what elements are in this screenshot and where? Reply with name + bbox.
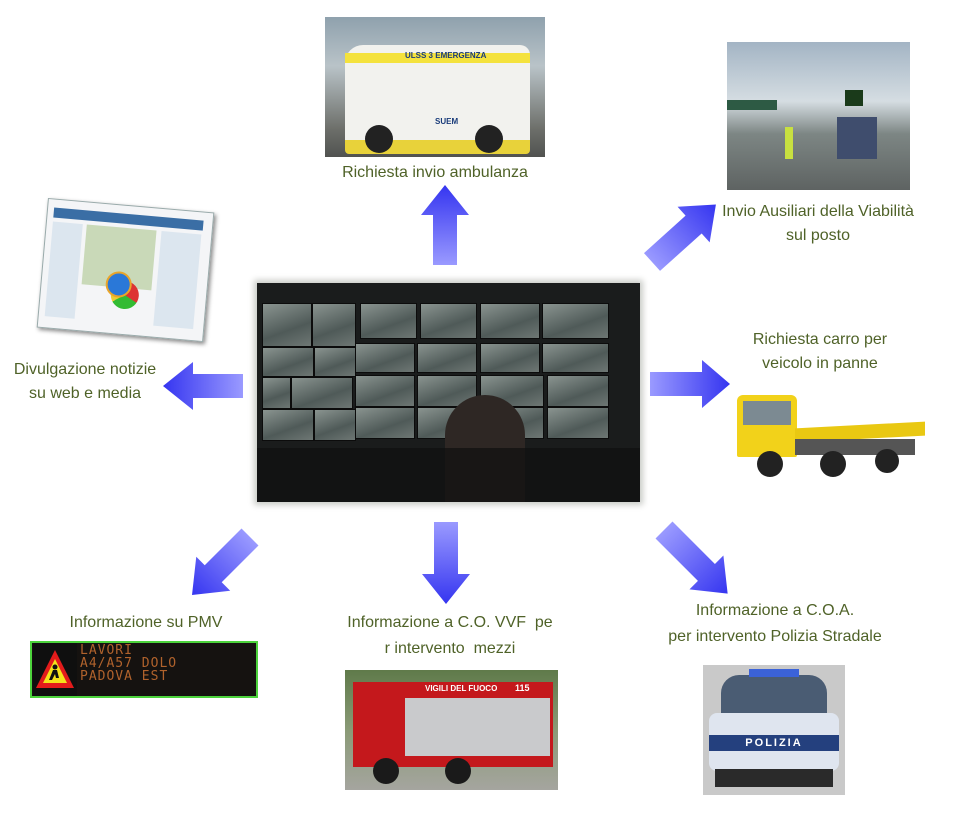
label-tow-line2: veicolo in panne bbox=[762, 355, 878, 372]
roadworks-warning-icon bbox=[33, 643, 77, 696]
label-police-line1: Informazione a C.O.A. bbox=[695, 602, 855, 619]
fire-truck-photo: VIGILI DEL FUOCO 115 bbox=[345, 670, 558, 790]
arrow-right-tow bbox=[650, 360, 730, 408]
label-fire-brigade: Informazione a C.O. VVF pe r intervento … bbox=[330, 611, 570, 661]
label-web-line2: su web e media bbox=[28, 385, 142, 402]
label-pmv: Informazione su PMV bbox=[69, 614, 223, 631]
label-web-line1: Divulgazione notizie bbox=[13, 361, 157, 378]
fire-truck-text: VIGILI DEL FUOCO bbox=[425, 684, 498, 693]
police-car-photo: POLIZIA bbox=[703, 665, 845, 795]
label-auxiliary-line1: Invio Ausiliari della Viabilità bbox=[722, 203, 914, 220]
fire-number-text: 115 bbox=[515, 683, 530, 693]
highway-auxiliary-photo bbox=[727, 42, 910, 190]
arrow-down-left-pmv bbox=[192, 528, 259, 595]
pmv-line-1: LAVORI bbox=[80, 643, 133, 658]
label-auxiliary: Invio Ausiliari della Viabilità sul post… bbox=[700, 200, 936, 248]
label-fire-line2: r intervento mezzi bbox=[384, 640, 516, 657]
arrow-up-right-auxiliary bbox=[643, 204, 716, 271]
label-web-media: Divulgazione notizie su web e media bbox=[0, 358, 170, 406]
label-auxiliary-line2: sul posto bbox=[785, 227, 851, 244]
ambulance-brand-text: SUEM bbox=[435, 117, 459, 126]
label-tow-line1: Richiesta carro per bbox=[752, 331, 888, 348]
label-police: Informazione a C.O.A. per intervento Pol… bbox=[650, 599, 900, 649]
label-police-line2: per intervento Polizia Stradale bbox=[668, 628, 882, 645]
ambulance-photo: ULSS 3 EMERGENZA SUEM bbox=[325, 17, 545, 157]
pmv-line-2: A4/A57 DOLO bbox=[80, 656, 178, 671]
label-fire-line1: Informazione a C.O. VVF pe bbox=[347, 614, 553, 631]
control-room-video-wall-photo bbox=[257, 283, 640, 502]
ambulance-text: ULSS 3 EMERGENZA bbox=[405, 51, 487, 60]
label-tow-truck: Richiesta carro per veicolo in panne bbox=[720, 328, 920, 376]
pmv-line-3: PADOVA EST bbox=[80, 669, 169, 684]
arrow-down-fire bbox=[422, 522, 470, 604]
arrow-down-right-police bbox=[655, 521, 728, 594]
arrow-left-web bbox=[163, 362, 243, 410]
tow-truck-photo bbox=[735, 385, 935, 490]
police-text: POLIZIA bbox=[745, 737, 803, 749]
arrow-up-ambulance bbox=[421, 185, 469, 265]
label-ambulance-request: Richiesta invio ambulanza bbox=[342, 164, 528, 181]
